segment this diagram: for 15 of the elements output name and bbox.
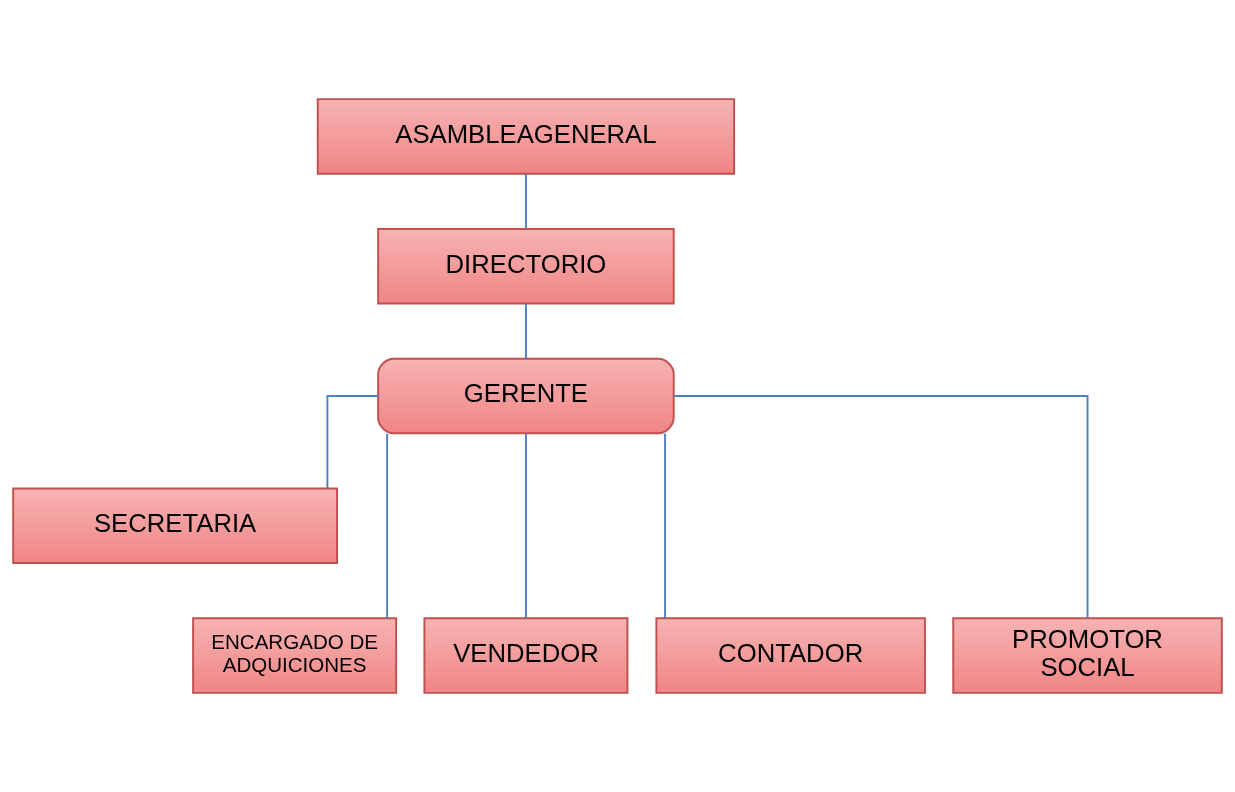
node-box: GERENTE [377, 357, 675, 435]
node-box: DIRECTORIO [377, 227, 675, 305]
node-box: ENCARGADO DE ADQUICIONES [192, 617, 398, 694]
node-box: PROMOTOR SOCIAL [952, 617, 1223, 694]
connector [524, 302, 527, 360]
connector [326, 395, 379, 490]
connector [664, 432, 666, 620]
node-box: SECRETARIA [12, 487, 338, 565]
connector [386, 432, 389, 620]
node-box: ASAMBLEAGENERAL [316, 98, 736, 175]
connector [524, 432, 527, 620]
connector [524, 173, 527, 230]
node-box: VENDEDOR [423, 617, 629, 694]
connector [672, 395, 1089, 619]
node-box: CONTADOR [655, 617, 926, 694]
